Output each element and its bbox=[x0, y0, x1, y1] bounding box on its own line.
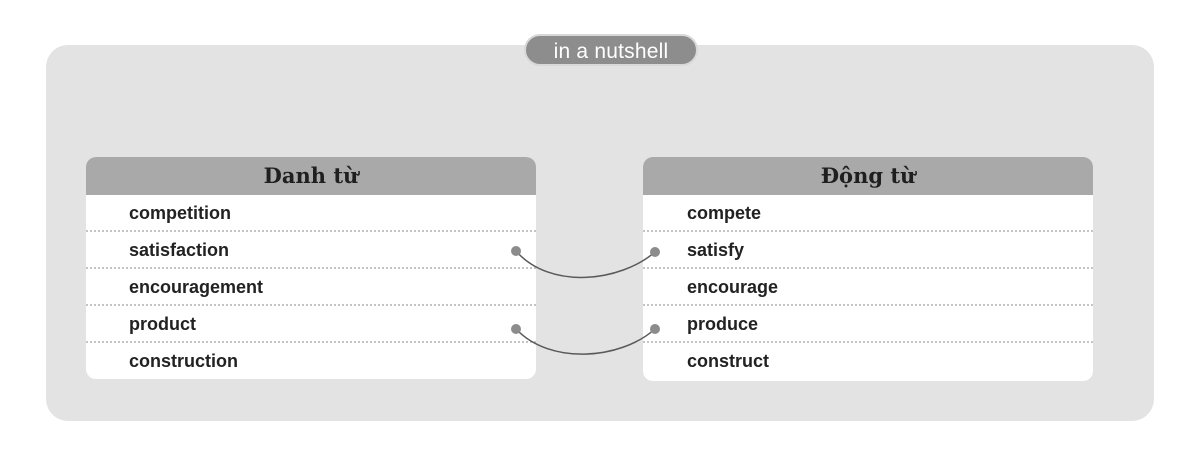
verb-card-title: Động từ bbox=[643, 157, 1093, 195]
noun-item-encouragement: encouragement bbox=[86, 269, 536, 306]
verb-card: Động từ compete satisfy encourage produc… bbox=[643, 157, 1093, 381]
link-dot-start bbox=[511, 246, 521, 256]
verb-list: compete satisfy encourage produce constr… bbox=[643, 195, 1093, 380]
noun-card-title: Danh từ bbox=[86, 157, 536, 195]
noun-item-product: product bbox=[86, 306, 536, 343]
noun-item-competition: competition bbox=[86, 195, 536, 232]
verb-item-compete: compete bbox=[643, 195, 1093, 232]
link-curve bbox=[515, 250, 656, 279]
section-title-badge: in a nutshell bbox=[524, 34, 698, 66]
link-curve bbox=[515, 328, 656, 355]
noun-item-construction: construction bbox=[129, 351, 239, 371]
noun-item-satisfaction: satisfaction bbox=[86, 232, 536, 269]
verb-item-encourage: encourage bbox=[643, 269, 1093, 306]
noun-card: Danh từ competition satisfaction encoura… bbox=[86, 157, 536, 379]
link-dot-start bbox=[511, 324, 521, 334]
link-dot-end bbox=[650, 324, 660, 334]
verb-item-construct: construct bbox=[687, 351, 770, 371]
link-product-produce bbox=[511, 324, 660, 355]
link-dot-end bbox=[650, 247, 660, 257]
link-satisfaction-satisfy bbox=[511, 246, 660, 279]
verb-item-satisfy: satisfy bbox=[643, 232, 1093, 269]
verb-item-produce: produce bbox=[643, 306, 1093, 343]
noun-list: competition satisfaction encouragement p… bbox=[86, 195, 536, 379]
